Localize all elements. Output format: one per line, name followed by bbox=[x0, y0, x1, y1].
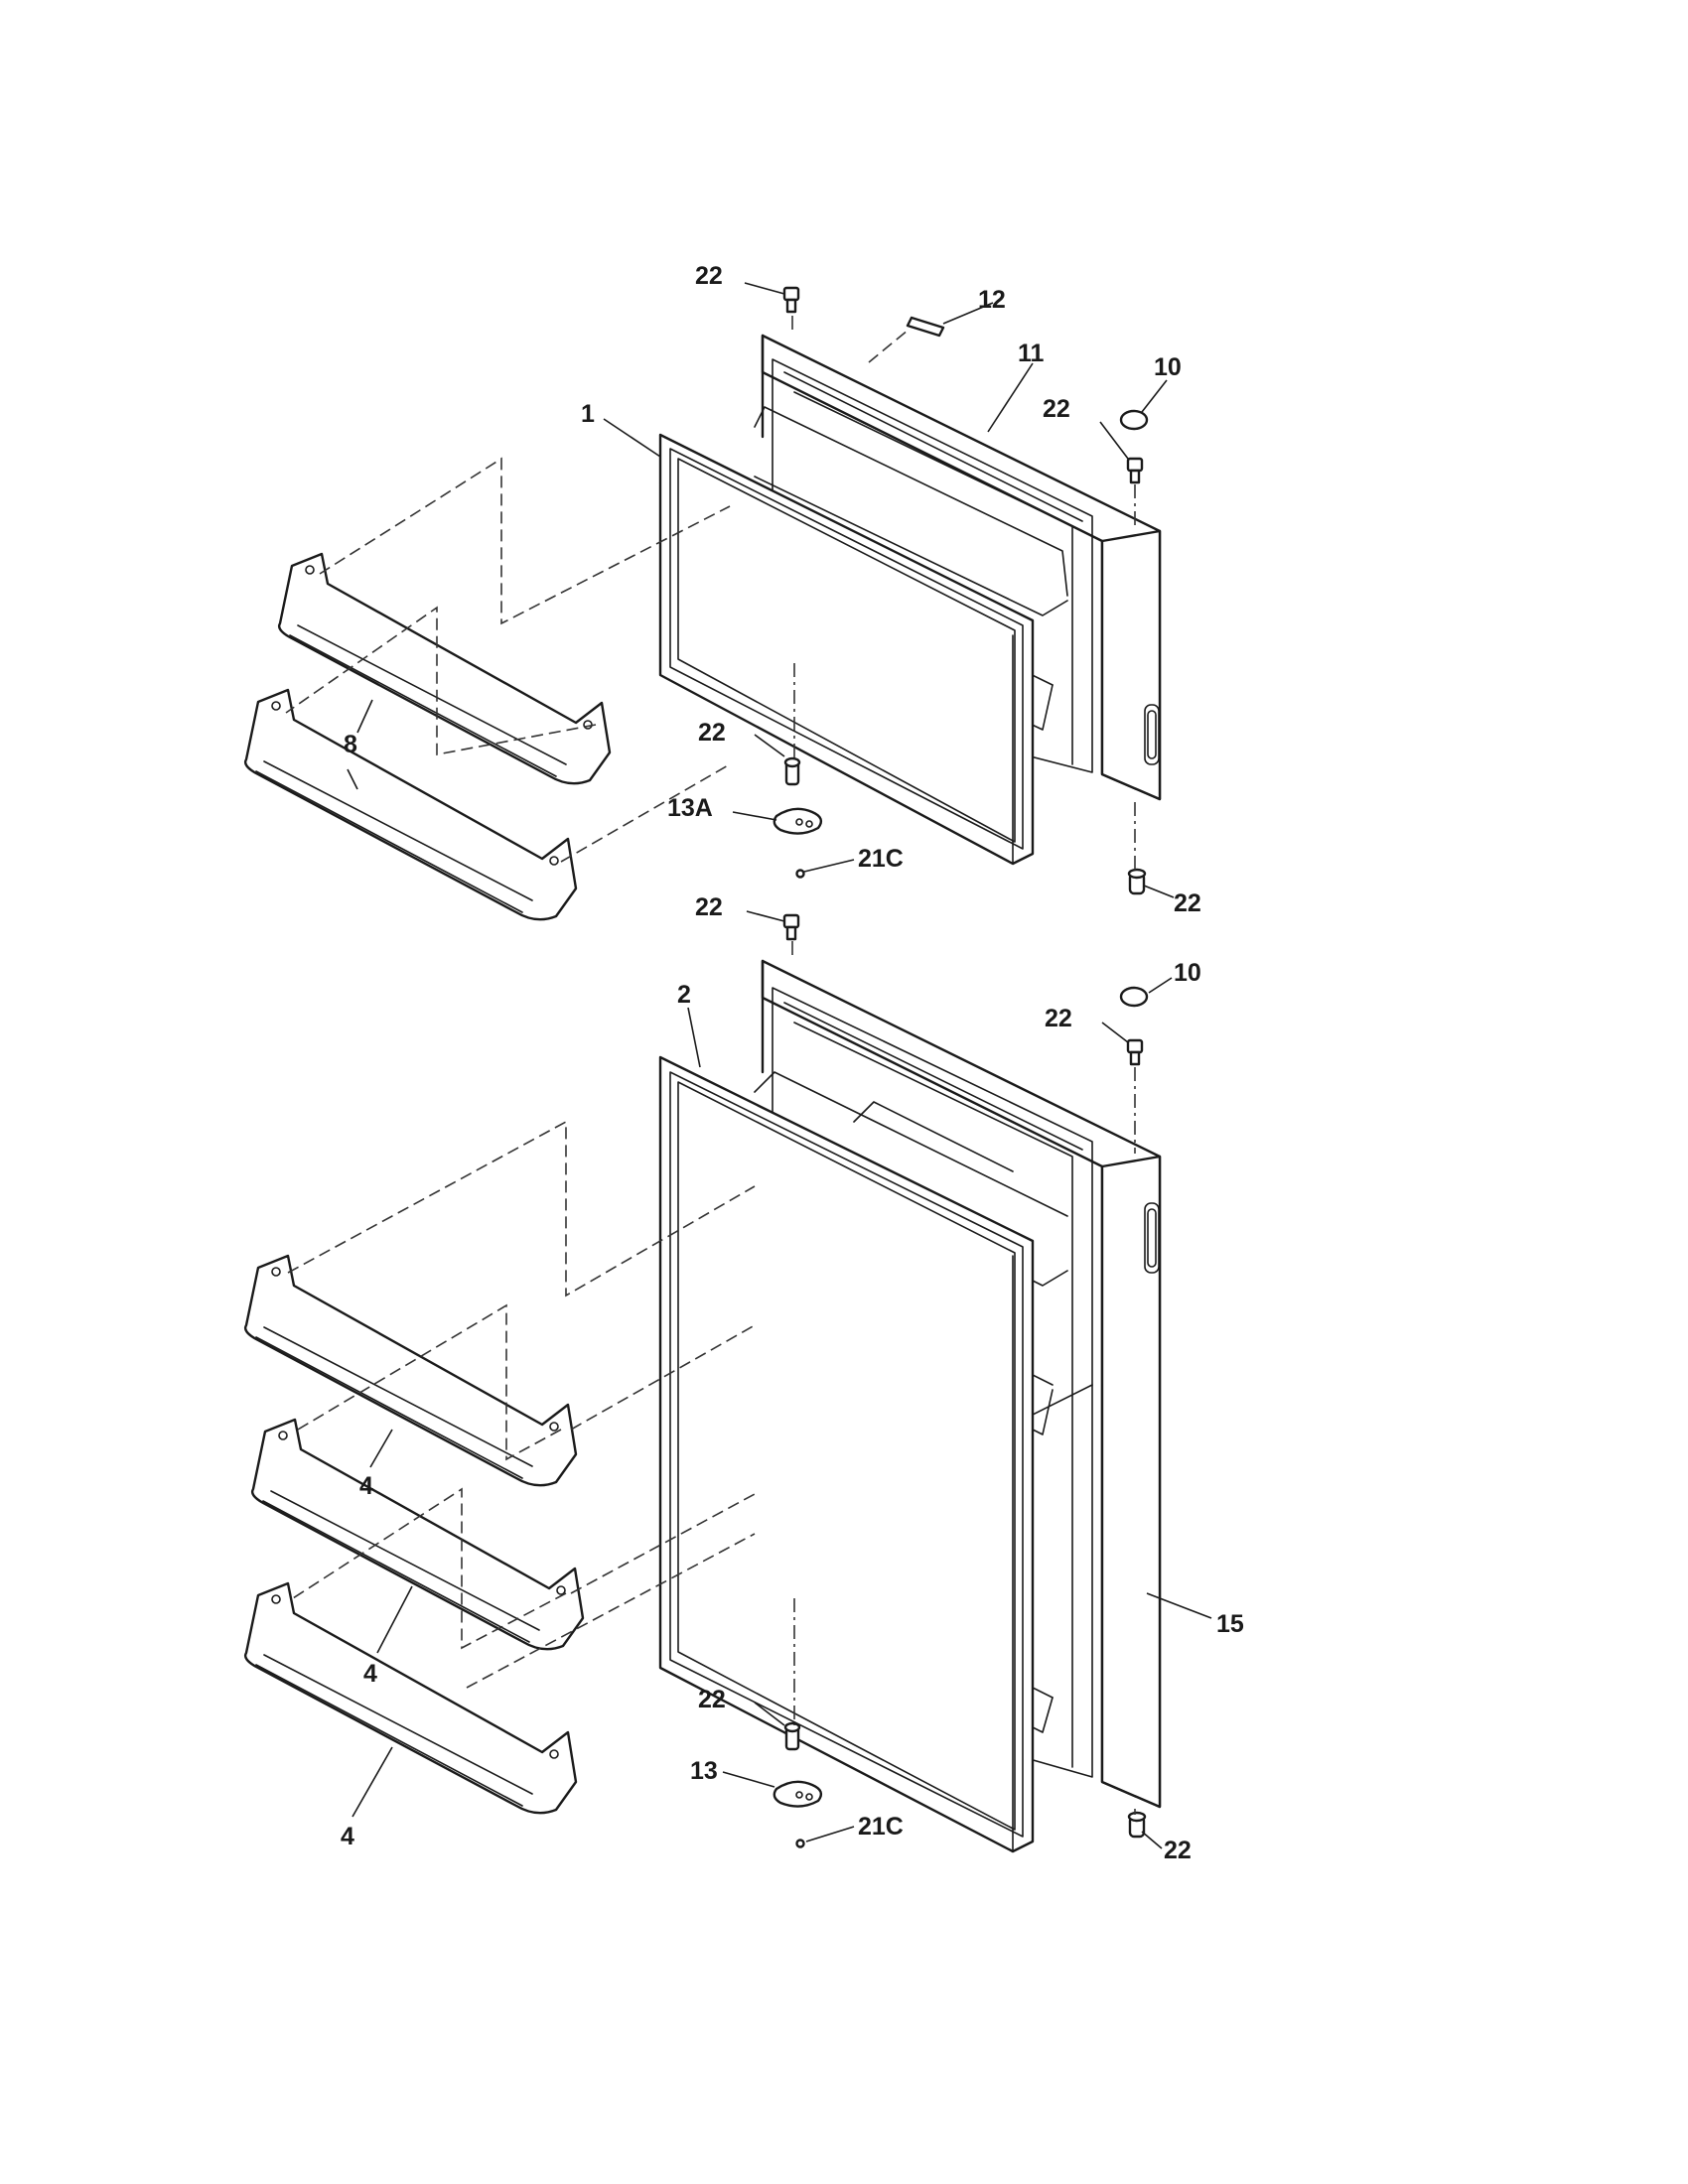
callout-1: 1 bbox=[581, 400, 595, 428]
callout-22-fresh-bushing: 22 bbox=[698, 1686, 726, 1713]
fresh-food-hinge-pin-21c bbox=[795, 1839, 805, 1848]
freezer-door-gasket bbox=[658, 433, 1035, 866]
callout-22-fresh-top: 22 bbox=[695, 893, 723, 921]
freezer-plug-10 bbox=[1119, 409, 1149, 431]
callout-10-freezer: 10 bbox=[1154, 353, 1182, 381]
fresh-food-door-assembly bbox=[658, 913, 1162, 1853]
callout-13a: 13A bbox=[667, 794, 713, 822]
fresh-food-door-bin-1 bbox=[243, 1254, 578, 1487]
callout-22-freezer-handle: 22 bbox=[1043, 395, 1070, 423]
callout-22-fresh-handle: 22 bbox=[1045, 1005, 1072, 1032]
fresh-food-plug-10 bbox=[1119, 986, 1149, 1008]
freezer-door-bin-upper bbox=[277, 552, 612, 785]
callout-4-lower: 4 bbox=[341, 1823, 354, 1850]
freezer-top-hinge-screw bbox=[782, 286, 800, 314]
callout-22-freezer-bushing: 22 bbox=[698, 719, 726, 747]
callout-12: 12 bbox=[978, 286, 1006, 314]
fresh-food-lower-hinge-bushing bbox=[783, 1721, 801, 1751]
freezer-door-bins bbox=[243, 457, 731, 921]
fresh-food-bottom-screw bbox=[1127, 1811, 1147, 1839]
freezer-handle-screw bbox=[1126, 457, 1144, 484]
freezer-door-bin-lower bbox=[243, 688, 578, 921]
callout-22-freezer-bottom: 22 bbox=[1174, 889, 1201, 917]
leader-lines bbox=[347, 282, 1212, 1849]
callout-labels: 22 12 11 10 22 1 8 22 13A 21C 22 22 10 2… bbox=[341, 262, 1244, 1864]
callout-4-upper: 4 bbox=[359, 1472, 373, 1500]
callout-13: 13 bbox=[690, 1757, 718, 1785]
freezer-hinge-bracket-13a bbox=[773, 807, 823, 835]
fresh-food-hinge-bracket-13 bbox=[773, 1780, 823, 1808]
callout-21c-freezer: 21C bbox=[858, 845, 904, 873]
callout-22-fresh-bottom: 22 bbox=[1164, 1837, 1192, 1864]
freezer-bottom-screw bbox=[1127, 868, 1147, 895]
fresh-food-top-hinge-screw bbox=[782, 913, 800, 941]
freezer-label-12 bbox=[906, 316, 945, 338]
fresh-food-door-bin-2 bbox=[250, 1418, 585, 1651]
callout-8: 8 bbox=[344, 731, 357, 758]
fresh-food-door-bin-3 bbox=[243, 1581, 578, 1815]
callout-15: 15 bbox=[1216, 1610, 1244, 1638]
callout-4-middle: 4 bbox=[363, 1660, 377, 1688]
freezer-lower-hinge-bushing bbox=[783, 756, 801, 786]
freezer-hinge-pin-21c bbox=[795, 869, 805, 879]
callout-21c-fresh: 21C bbox=[858, 1813, 904, 1841]
callout-22-freezer-top: 22 bbox=[695, 262, 723, 290]
fresh-food-handle-screw bbox=[1126, 1038, 1144, 1066]
freezer-door-assembly bbox=[658, 286, 1162, 895]
fresh-food-door-gasket bbox=[658, 1055, 1035, 1853]
fresh-food-door-bins bbox=[243, 1120, 756, 1815]
callout-2: 2 bbox=[677, 981, 691, 1009]
callout-11: 11 bbox=[1018, 340, 1045, 367]
callout-10-fresh: 10 bbox=[1174, 959, 1201, 987]
